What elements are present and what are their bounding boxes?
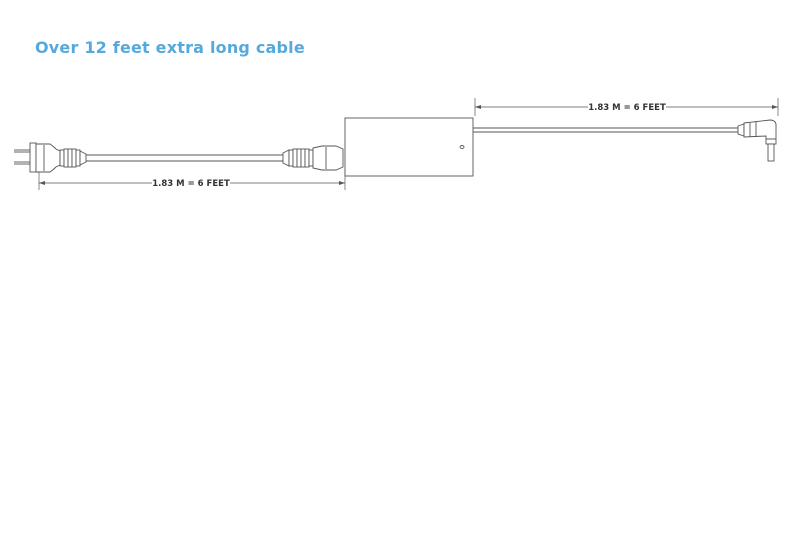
ac-wall-plug [14, 142, 87, 173]
dc-barrel-plug [737, 119, 777, 162]
dc-plug-body [743, 119, 777, 140]
dc-strain-relief [737, 123, 745, 137]
iec-connector-body [312, 145, 344, 171]
dim-arrow-right [339, 181, 345, 185]
dim-arrow-right [772, 105, 778, 109]
power-adapter-brick [344, 117, 474, 177]
dim-arrow-left [475, 105, 481, 109]
ac-cable [86, 154, 283, 162]
ac-cord-dimension: 1.83 M = 6 FEET [38, 170, 346, 190]
dc-cord-length-label: 1.83 M = 6 FEET [588, 103, 666, 113]
iec-connector [282, 145, 344, 171]
adapter-body [344, 117, 474, 177]
ac-cord-length-label: 1.83 M = 6 FEET [152, 179, 230, 189]
page-title: Over 12 feet extra long cable [35, 38, 305, 57]
dim-arrow-left [39, 181, 45, 185]
dc-cord-dimension: 1.83 M = 6 FEET [474, 98, 779, 116]
plug-body [35, 143, 61, 173]
dc-cable [473, 127, 738, 133]
dc-barrel-tip [767, 143, 775, 162]
led-indicator [459, 145, 465, 149]
dc-barrel-collar [765, 138, 777, 145]
plug-face [29, 142, 37, 173]
